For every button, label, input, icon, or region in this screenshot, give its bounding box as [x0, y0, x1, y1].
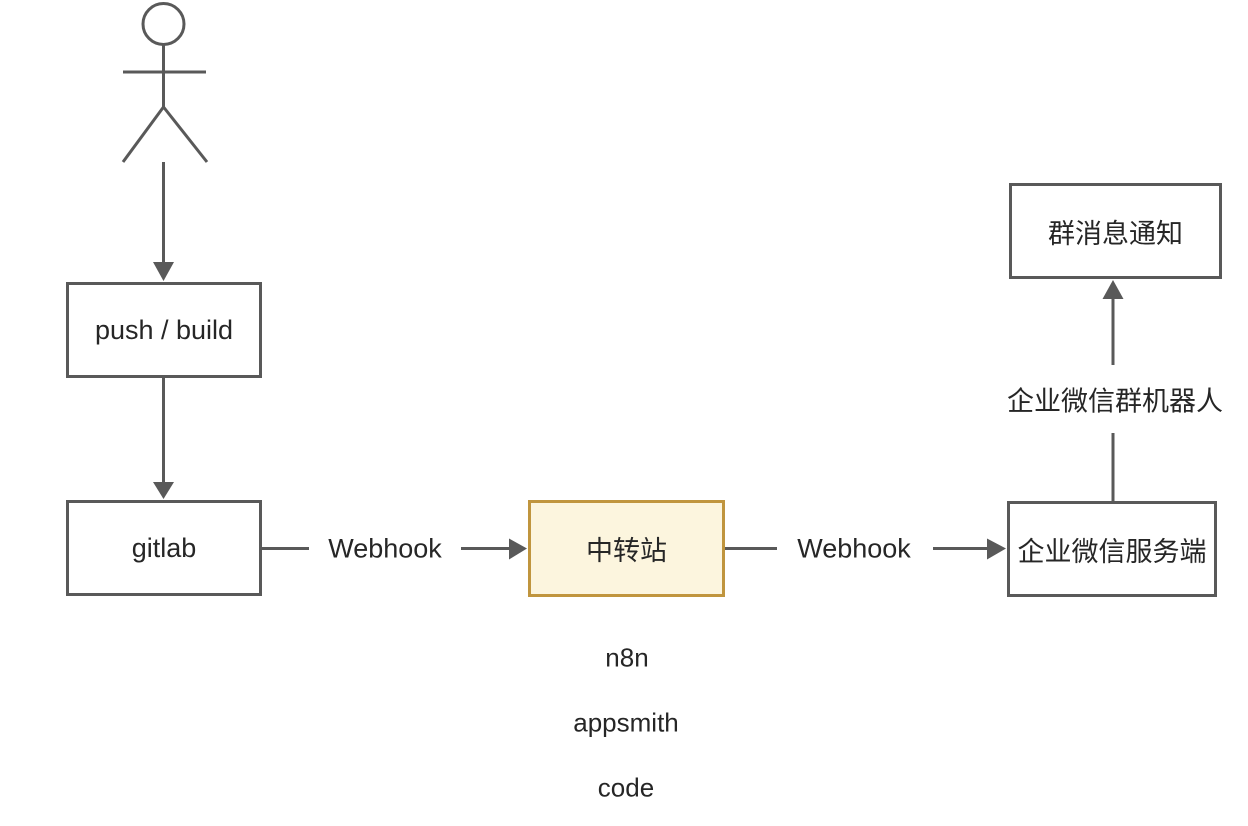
actor-leg-right [162, 106, 209, 163]
arrowhead-right-icon [509, 538, 527, 560]
actor-icon [121, 2, 209, 163]
node-push-build[interactable]: push / build [66, 282, 262, 378]
arrowhead-up-icon [1102, 280, 1124, 299]
arrow-push-to-gitlab [153, 378, 174, 499]
edge-label-webhook-2: Webhook [797, 533, 911, 564]
arrow-actor-to-push [153, 162, 174, 281]
note-n8n: n8n [605, 642, 649, 673]
edge-label-wecom-group-robot: 企业微信群机器人 [1007, 386, 1223, 417]
node-wecom-server[interactable]: 企业微信服务端 [1007, 501, 1217, 597]
node-relay-station[interactable]: 中转站 [528, 500, 725, 597]
arrowhead-down-icon [153, 262, 174, 281]
arrowhead-right-icon [987, 538, 1006, 560]
note-code: code [597, 772, 655, 803]
node-group-message-notify[interactable]: 群消息通知 [1009, 183, 1222, 279]
arrow-wecom-to-notify [1102, 280, 1124, 501]
edge-label-webhook-1: Webhook [328, 533, 442, 564]
arrow-gitlab-to-relay [262, 538, 527, 560]
node-gitlab[interactable]: gitlab [66, 500, 262, 596]
actor-head [141, 2, 186, 46]
actor-leg-left [121, 106, 165, 163]
arrowhead-down-icon [153, 482, 174, 499]
note-appsmith: appsmith [573, 707, 679, 738]
arrow-relay-to-wecom [725, 538, 1006, 560]
